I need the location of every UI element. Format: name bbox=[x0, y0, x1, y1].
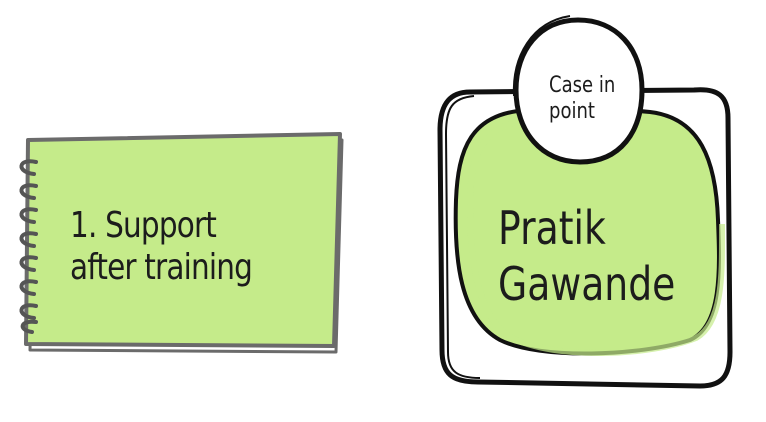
spiral-binding bbox=[19, 159, 38, 334]
notebook-card bbox=[19, 132, 344, 354]
badge-circle-echo bbox=[512, 15, 571, 97]
outer-frame-echo bbox=[445, 95, 481, 379]
notebook-page bbox=[24, 132, 342, 348]
outer-frame bbox=[437, 87, 733, 389]
blob-offset-fill bbox=[466, 115, 726, 356]
person-name: Pratik Gawande bbox=[498, 201, 676, 311]
note-text: 1. Support after training bbox=[70, 205, 253, 288]
badge-circle bbox=[513, 17, 645, 165]
badge-label: Case in point bbox=[549, 73, 616, 124]
case-badge bbox=[512, 15, 645, 165]
